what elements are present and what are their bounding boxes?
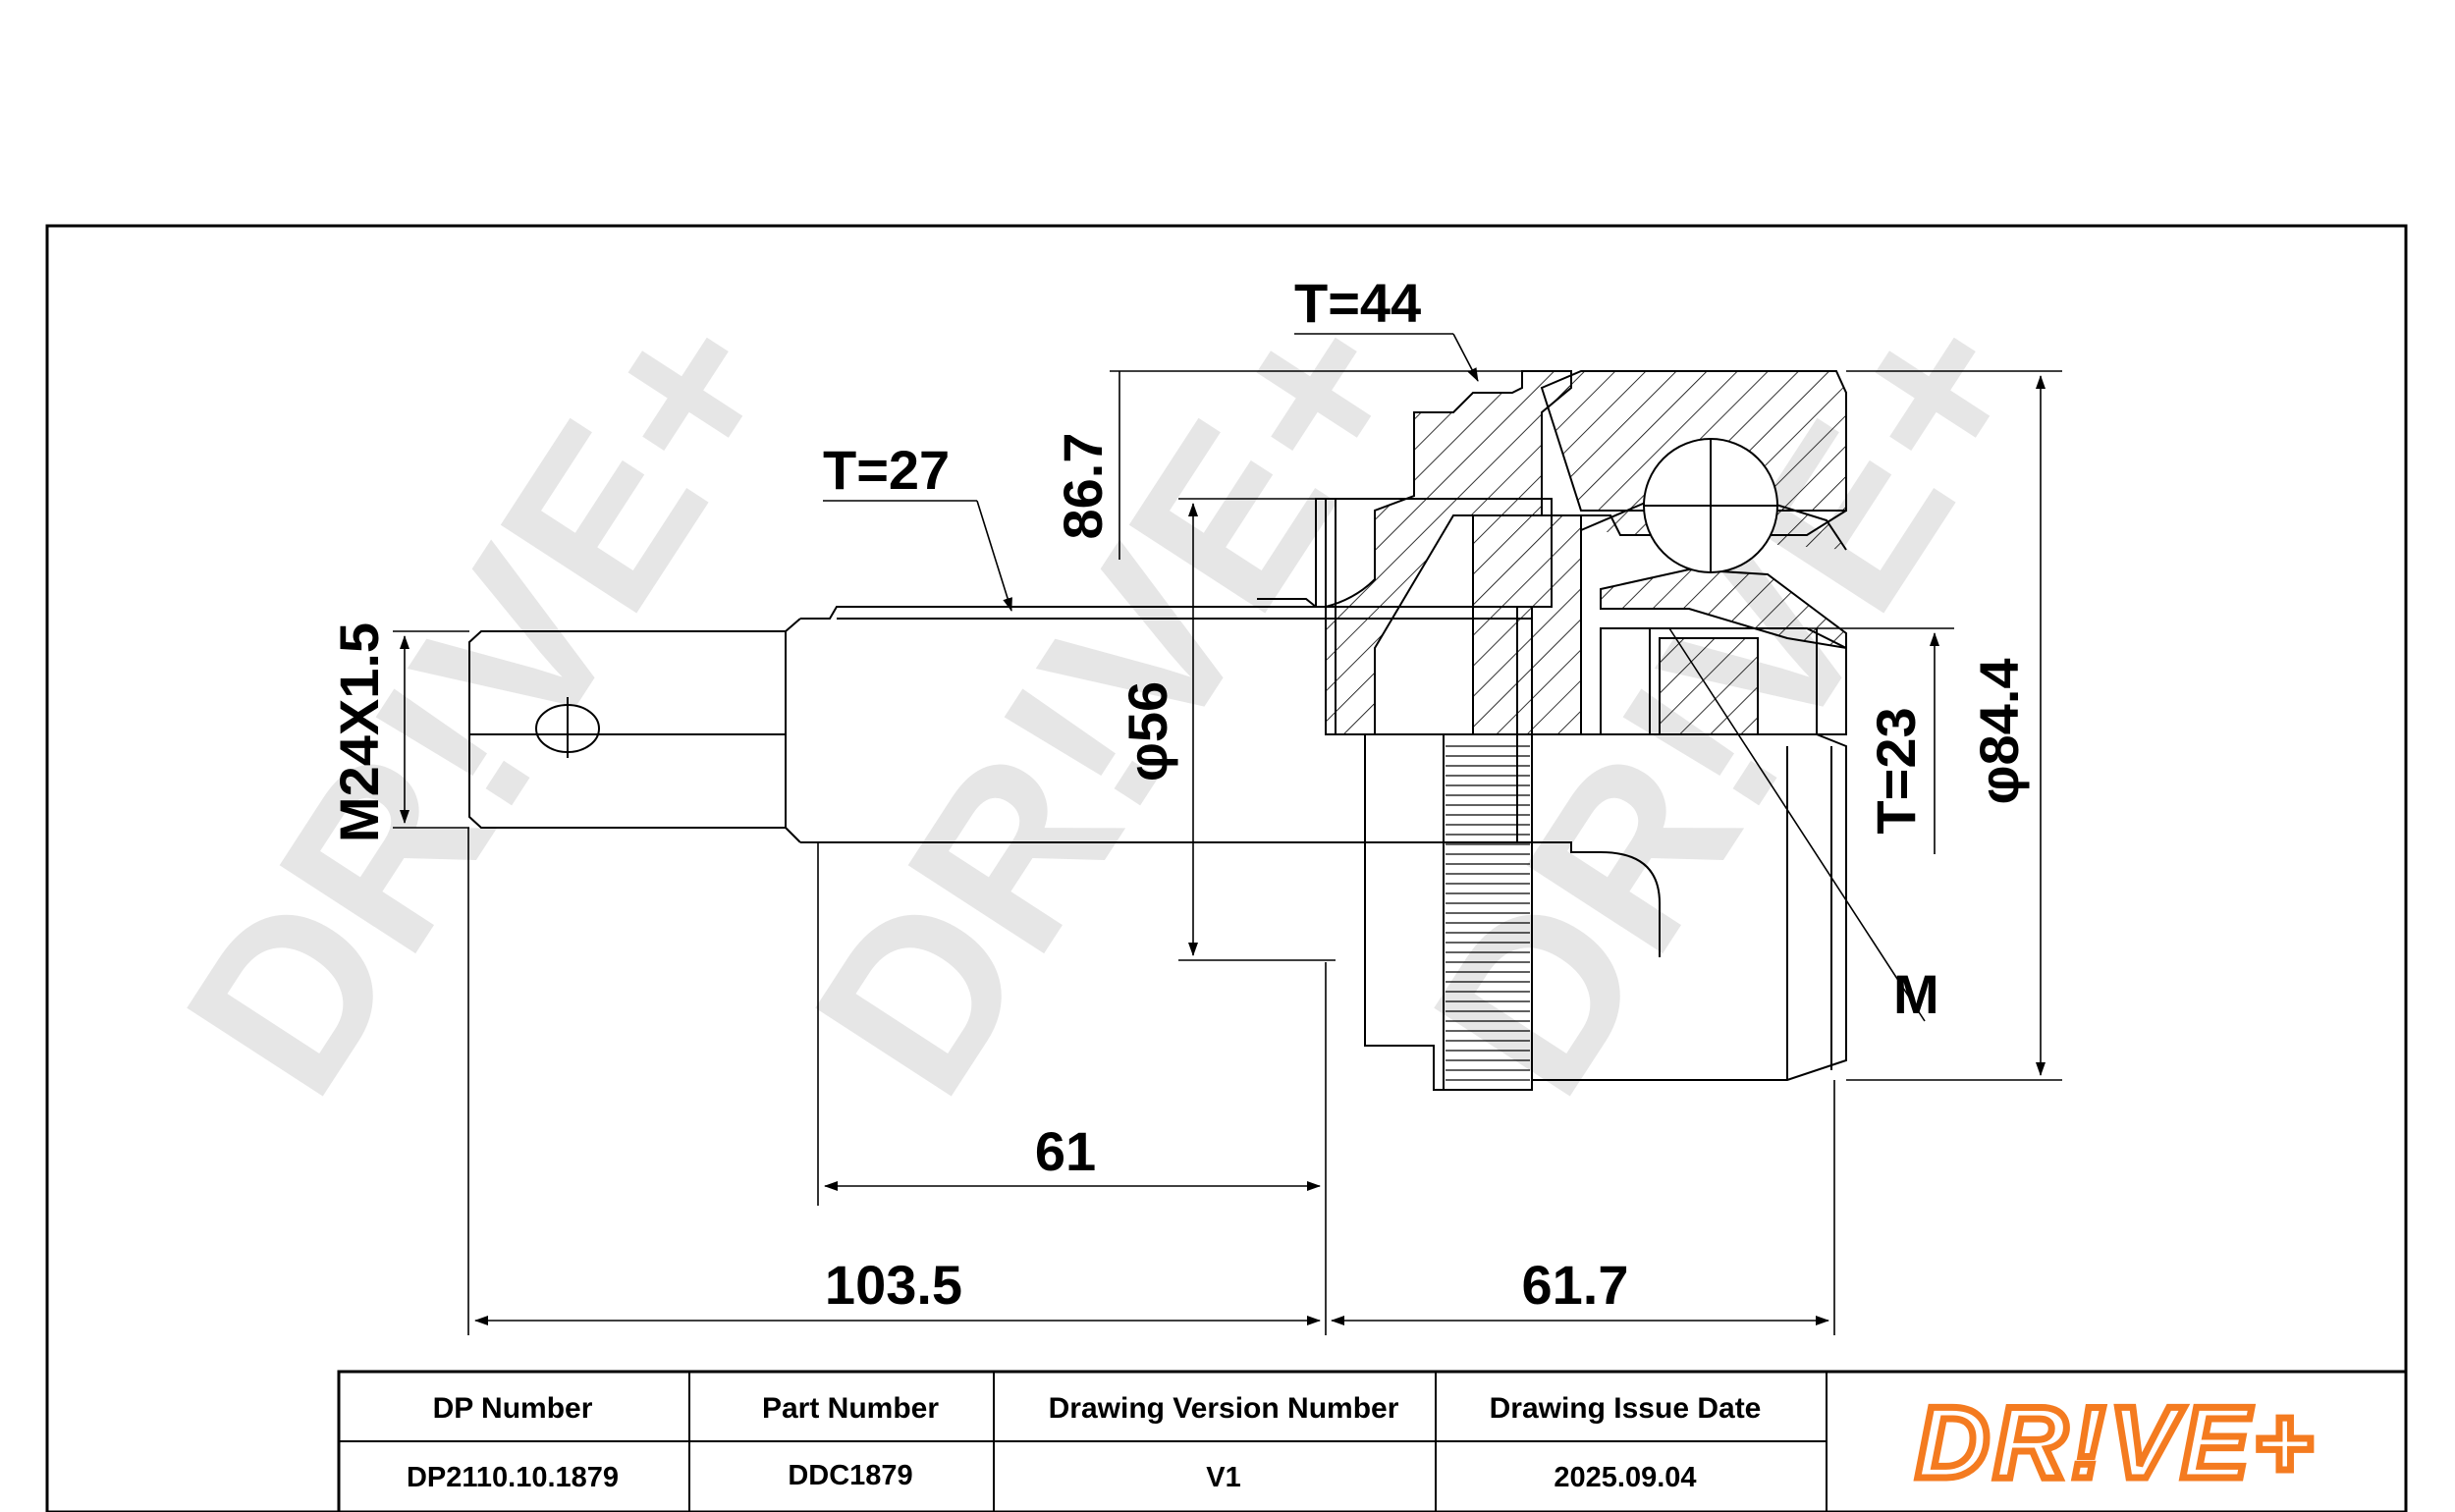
dimension-lines	[393, 333, 2062, 1335]
header-issue-date: Drawing Issue Date	[1490, 1392, 1762, 1425]
label-thread: M24X1.5	[328, 622, 390, 842]
value-issue-date: 2025.09.04	[1554, 1462, 1696, 1493]
value-drawing-version: V1	[1206, 1462, 1240, 1493]
label-t27: T=27	[823, 439, 950, 501]
label-61-7: 61.7	[1522, 1254, 1629, 1316]
label-86-7: 86.7	[1052, 433, 1114, 540]
label-103-5: 103.5	[825, 1254, 962, 1316]
label-m: M	[1893, 963, 1939, 1025]
watermark-left: DR!VE+	[136, 263, 831, 1137]
title-block: DP Number Part Number Drawing Version Nu…	[337, 1370, 2408, 1512]
abs-ring-teeth	[1446, 745, 1530, 1081]
inner-race	[1472, 514, 1582, 735]
brand-logo: DR!VE+	[1916, 1386, 2317, 1500]
value-part-number: DDC1879	[788, 1460, 912, 1491]
header-dp-number: DP Number	[433, 1392, 593, 1425]
label-t23: T=23	[1865, 707, 1927, 834]
label-phi84-4: φ84.4	[1968, 658, 2030, 804]
label-t44: T=44	[1294, 272, 1421, 334]
value-dp-number: DP2110.10.1879	[407, 1462, 619, 1493]
label-61: 61	[1035, 1120, 1096, 1182]
header-part-number: Part Number	[762, 1392, 939, 1425]
header-drawing-version: Drawing Version Number	[1049, 1392, 1399, 1425]
drawing-frame	[45, 224, 2408, 1512]
dimension-labels: M24X1.5 T=27 T=44 86.7 φ56 T=23 φ84.4 M …	[328, 272, 2030, 1316]
label-phi56: φ56	[1117, 681, 1178, 782]
